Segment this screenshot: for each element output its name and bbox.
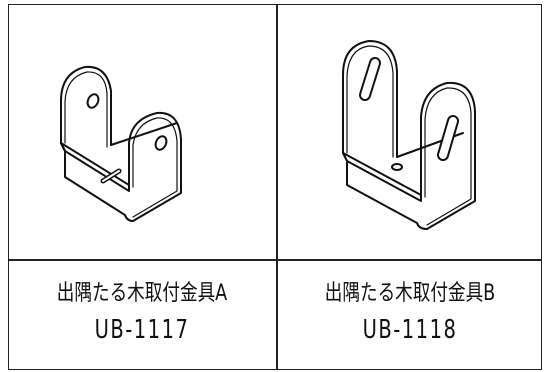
product-b-code: UB-1118 [362,315,458,345]
product-table: 出隅たる木取付金具A UB-1117 出隅たる木取付金具B UB-1118 [8,4,542,370]
product-a-code: UB-1117 [94,315,190,345]
product-b-caption: 出隅たる木取付金具B UB-1118 [277,261,543,369]
column-divider [276,5,278,369]
product-a-image-cell [9,5,276,259]
product-a-name: 出隅たる木取付金具A [56,281,228,306]
product-b-image-cell [277,5,544,259]
product-b-name: 出隅たる木取付金具B [324,281,496,306]
bracket-a-drawing [60,65,182,222]
row-divider [9,259,541,261]
product-a-caption: 出隅たる木取付金具A UB-1117 [9,261,275,369]
bracket-b-drawing [342,40,476,230]
